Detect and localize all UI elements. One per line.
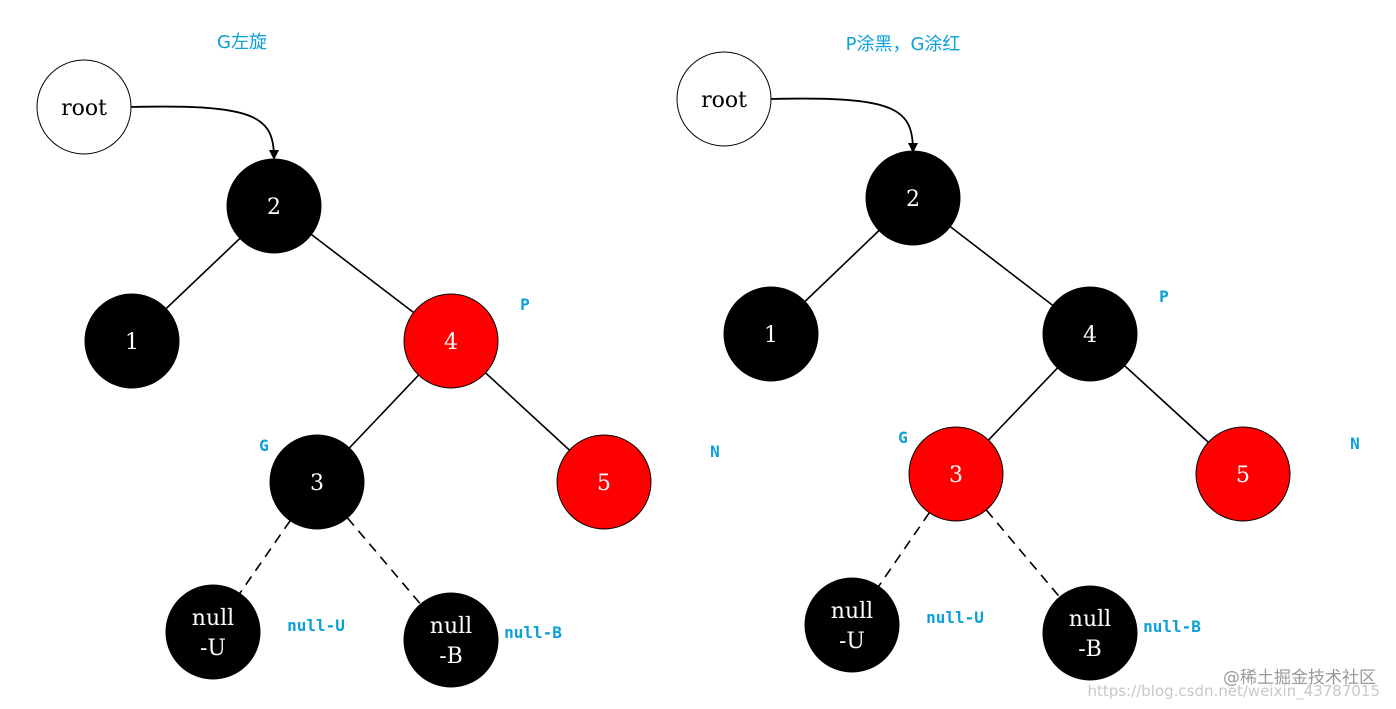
node-label-n4: 4 <box>1083 323 1097 348</box>
watermark-brand: @稀土掘金技术社区 <box>1223 668 1376 688</box>
edge-n2-n1 <box>804 229 880 303</box>
tree-node-n3 <box>269 434 365 530</box>
node-label-nb: -B <box>1078 637 1102 662</box>
node-tag-n5: N <box>710 442 720 461</box>
node-tag-n4: P <box>1159 287 1169 306</box>
node-label-n2: 2 <box>906 187 920 212</box>
edge-n3-nb <box>985 509 1061 598</box>
tree-node-n2 <box>865 150 961 246</box>
node-label-n5: 5 <box>1236 463 1250 488</box>
node-label-n3: 3 <box>310 471 324 496</box>
edge-n4-n5 <box>1124 365 1209 443</box>
node-label-nu: null <box>831 599 873 624</box>
tree-node-n5 <box>1195 426 1291 522</box>
node-label-nu: -U <box>200 636 226 661</box>
node-tag-nu: null-U <box>287 616 345 635</box>
tree-node-n2 <box>226 158 322 254</box>
tree-node-nu <box>804 577 900 673</box>
root-pointer-arrow <box>130 105 279 160</box>
edge-n4-n5 <box>485 372 570 451</box>
tree-node-n4 <box>403 293 499 389</box>
node-label-nb: null <box>430 614 472 639</box>
edge-n2-n4 <box>949 226 1054 306</box>
tree-node-nb <box>1042 585 1138 681</box>
node-label-n3: 3 <box>949 463 963 488</box>
edge-n2-n1 <box>165 237 241 310</box>
node-label-nu: -U <box>839 629 865 654</box>
edge-n4-n3 <box>987 367 1059 441</box>
node-tag-nu: null-U <box>926 608 984 627</box>
node-label-n1: 1 <box>125 330 139 355</box>
node-label-n4: 4 <box>444 330 458 355</box>
root-pointer-arrow <box>770 97 918 153</box>
root-label: root <box>61 96 107 121</box>
watermark-url: https://blog.csdn.net/weixin_43787015 <box>1087 682 1380 701</box>
tree-node-n1 <box>84 293 180 389</box>
root-node <box>676 51 772 147</box>
root-label: root <box>701 88 747 113</box>
node-tag-n4: P <box>520 295 530 314</box>
tree-node-n4 <box>1042 286 1138 382</box>
edge-n4-n3 <box>348 374 420 449</box>
node-label-n1: 1 <box>764 323 778 348</box>
tree-node-n3 <box>908 426 1004 522</box>
node-tag-nb: null-B <box>1143 617 1201 636</box>
edge-n3-nu <box>239 520 291 594</box>
edge-n3-nu <box>878 512 930 587</box>
node-tag-n5: N <box>1350 434 1360 453</box>
node-label-nu: null <box>192 606 234 631</box>
edge-n2-n4 <box>310 233 415 314</box>
caption: P涂黑，G涂红 <box>846 34 961 55</box>
node-label-nb: null <box>1069 607 1111 632</box>
node-tag-n3: G <box>259 436 269 455</box>
tree-node-nb <box>403 592 499 688</box>
node-label-nb: -B <box>439 644 463 669</box>
node-tag-n3: G <box>898 428 908 447</box>
caption: G左旋 <box>217 32 267 53</box>
tree-node-n5 <box>556 434 652 530</box>
node-label-n2: 2 <box>267 195 281 220</box>
tree-node-n1 <box>723 286 819 382</box>
root-node <box>36 59 132 155</box>
node-label-n5: 5 <box>597 471 611 496</box>
node-tag-nb: null-B <box>504 623 562 642</box>
edge-n3-nb <box>346 517 422 605</box>
tree-node-nu <box>165 584 261 680</box>
